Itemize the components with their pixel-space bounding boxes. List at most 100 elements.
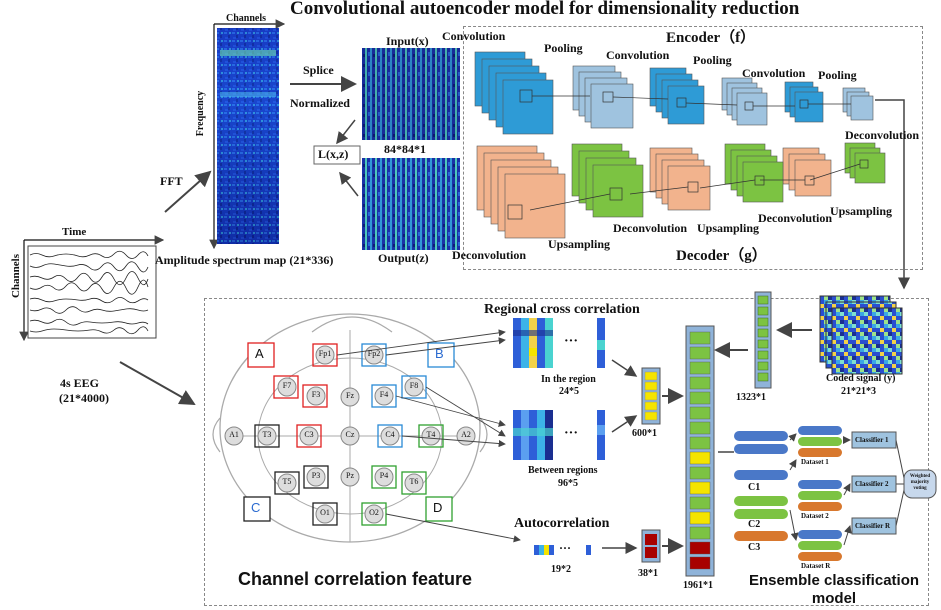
eeg-channels-label: Channels (10, 253, 23, 299)
coded-vec-size: 1323*1 (736, 392, 766, 403)
decoder-layer-3: Deconvolution (613, 221, 688, 235)
ensemble-diagram (718, 426, 937, 561)
electrode-t6: T6 (409, 477, 419, 486)
electrode-t5: T5 (282, 477, 292, 486)
ellipsis-3: ··· (559, 541, 572, 555)
electrode-p4: P4 (379, 471, 389, 480)
electrode-pz: Pz (346, 471, 354, 480)
ensemble-title: Ensemble classification model (748, 572, 920, 607)
in-region-label: In the region (541, 374, 596, 385)
electrode-cz: Cz (345, 430, 355, 439)
dataset-2-label: Dataset 2 (801, 512, 829, 520)
between-region-matrices (513, 410, 605, 460)
electrode-fp1: Fp1 (318, 349, 332, 358)
decoder-layer-2: Upsampling (548, 237, 611, 251)
input-label: Input(x) (386, 34, 429, 48)
dataset-r-label: Dataset R (801, 562, 831, 570)
loss-label: L(x,z) (318, 147, 349, 161)
encoder-layer-2: Pooling (544, 41, 583, 55)
eeg-time-label: Time (62, 226, 87, 238)
encoder-layer-1: Convolution (442, 29, 506, 43)
electrode-c4: C4 (385, 430, 395, 439)
input-image (362, 48, 460, 140)
autocorr-vec-size: 38*1 (638, 568, 658, 579)
electrode-f3: F3 (311, 390, 321, 399)
output-label: Output(z) (378, 251, 429, 265)
coded-size: 21*21*3 (841, 386, 876, 397)
electrode-a1: A1 (229, 430, 239, 439)
between-label: Between regions (528, 465, 598, 476)
page-title: Convolutional autoencoder model for dime… (290, 0, 800, 19)
encoder-layer-6: Pooling (818, 68, 857, 82)
spectrum-frequency-label: Frequency (195, 90, 207, 137)
decoder-layer-4: Upsampling (697, 221, 760, 235)
electrode-o2: O2 (369, 508, 379, 517)
concat-vector (685, 325, 715, 577)
electrode-f4: F4 (379, 390, 389, 399)
coded-signal (819, 295, 903, 375)
channel-section-title: Channel correlation feature (238, 569, 473, 589)
encoder-layer-3: Convolution (606, 48, 670, 62)
autocorr-size: 19*2 (551, 564, 571, 575)
electrode-fp2: Fp2 (367, 349, 381, 358)
electrode-a2: A2 (461, 430, 471, 439)
ellipsis-1: ··· (564, 334, 579, 349)
region-c-label: C (251, 500, 261, 515)
regional-vector (641, 367, 661, 425)
decoder-layer-5: Deconvolution (758, 211, 833, 225)
concat-size: 1961*1 (683, 580, 713, 591)
electrode-o1: O1 (320, 508, 330, 517)
autoencoder-box (463, 26, 923, 270)
normalized-label: Normalized (290, 96, 350, 110)
c1-label: C1 (748, 482, 761, 493)
region-a-label: A (255, 346, 264, 361)
region-b-label: B (435, 346, 444, 361)
c2-label: C2 (748, 519, 761, 530)
deconv-top-label: Deconvolution (845, 128, 920, 142)
electrodes (224, 345, 476, 524)
between-size: 96*5 (558, 478, 578, 489)
feature-box (204, 298, 929, 606)
spectrum-channels-label: Channels (226, 13, 267, 24)
classifier-r-label: Classifier R (855, 522, 891, 530)
in-region-size: 24*5 (559, 386, 579, 397)
fft-label: FFT (160, 174, 183, 188)
encoder-layer-4: Pooling (693, 53, 732, 67)
eeg-name: 4s EEG (60, 376, 100, 390)
coded-label: Coded signal (y) (826, 373, 896, 384)
encoder-blocks (474, 51, 874, 135)
region-d-label: D (433, 500, 443, 515)
electrode-t4: T4 (426, 430, 436, 439)
eeg-size: (21*4000) (59, 391, 109, 405)
spectrum-caption: Amplitude spectrum map (21*336) (155, 253, 334, 267)
encoder-title: Encoder（f） (666, 30, 756, 46)
regional-vec-size: 600*1 (632, 428, 657, 439)
output-image (362, 158, 460, 250)
regional-title: Regional cross correlation (484, 302, 640, 317)
input-size: 84*84*1 (384, 142, 426, 156)
autocorr-vector (641, 529, 661, 563)
autocorr-matrix (534, 545, 591, 555)
electrode-f8: F8 (409, 381, 419, 390)
head-diagram (212, 313, 488, 543)
decoder-layer-6: Upsampling (830, 204, 893, 218)
electrode-f7: F7 (282, 381, 292, 390)
electrode-t3: T3 (262, 430, 272, 439)
splice-label: Splice (303, 63, 334, 77)
vote-label: Weighted majority voting (909, 474, 931, 491)
classifier-1-label: Classifier 1 (855, 436, 889, 444)
electrode-c3: C3 (304, 430, 314, 439)
encoder-layer-5: Convolution (742, 66, 806, 80)
decoder-blocks (476, 142, 886, 239)
electrode-fz: Fz (346, 391, 354, 400)
dataset-1-label: Dataset 1 (801, 458, 829, 466)
ellipsis-2: ··· (564, 426, 579, 441)
decoder-title: Decoder（g） (676, 248, 767, 264)
eeg-plot (19, 235, 165, 342)
classifier-2-label: Classifier 2 (855, 480, 889, 488)
spectrum-map (209, 19, 286, 250)
c3-label: C3 (748, 542, 761, 553)
decoder-layer-1: Deconvolution (452, 248, 527, 262)
electrode-p3: P3 (311, 471, 321, 480)
